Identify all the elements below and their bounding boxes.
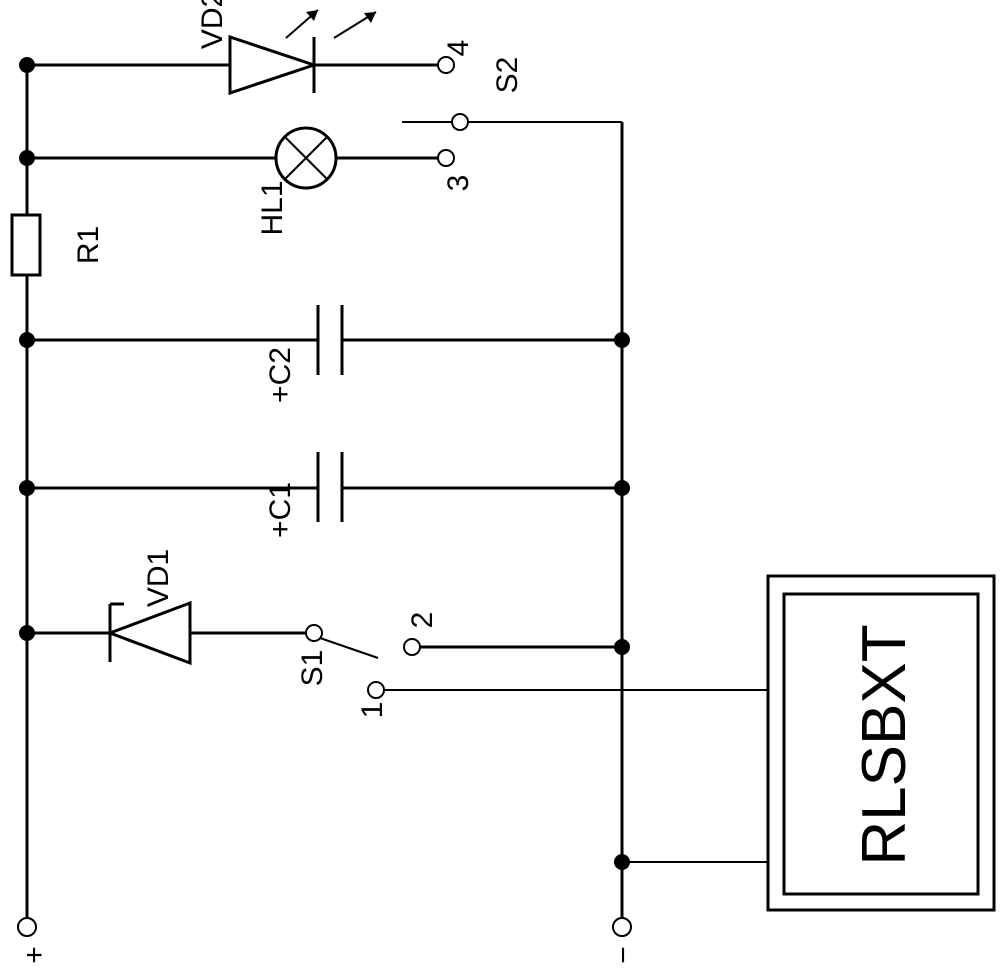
terminal-4-label: 4: [442, 40, 475, 57]
s2-contact-pivot: [451, 113, 469, 131]
negative-rail: [402, 121, 624, 918]
c2-label: +C2: [264, 347, 297, 403]
rlsbxt-block: RLSBXT: [622, 574, 996, 912]
vd2-label: VD2: [196, 0, 229, 49]
s1-pivot: [305, 624, 323, 642]
negative-terminal-label: −: [607, 946, 640, 964]
rlsbxt-label: RLSBXT: [850, 624, 919, 865]
vd1-label: VD1: [142, 549, 175, 607]
capacitor-c2: +C2: [27, 305, 622, 403]
terminal-2-label: 2: [406, 612, 439, 629]
switch-s1: S1 2 1: [296, 612, 776, 719]
led-vd2: VD2: [27, 0, 438, 96]
positive-terminal-label: +: [18, 946, 51, 964]
switch-s2: 4 S2 3: [437, 40, 524, 192]
c1-label: +C1: [264, 482, 297, 538]
r1-label: R1: [72, 226, 105, 264]
s1-label: S1: [296, 650, 329, 687]
capacitor-c1: +C1: [27, 452, 622, 538]
s1-contact-2: [403, 638, 421, 656]
s2-contact-4: [437, 56, 455, 74]
s1-contact-1: [367, 681, 385, 699]
s2-label: S2: [491, 57, 524, 94]
negative-terminal: −: [607, 917, 640, 964]
diode-vd1: VD1: [27, 549, 306, 666]
s2-contact-3: [437, 149, 455, 167]
terminal-1-label: 1: [356, 702, 389, 719]
positive-terminal: +: [17, 917, 51, 964]
terminal-3-label: 3: [442, 175, 475, 192]
resistor-r1: R1: [10, 213, 105, 277]
hl1-label: HL1: [256, 180, 289, 235]
lamp-hl1: HL1: [27, 126, 438, 236]
